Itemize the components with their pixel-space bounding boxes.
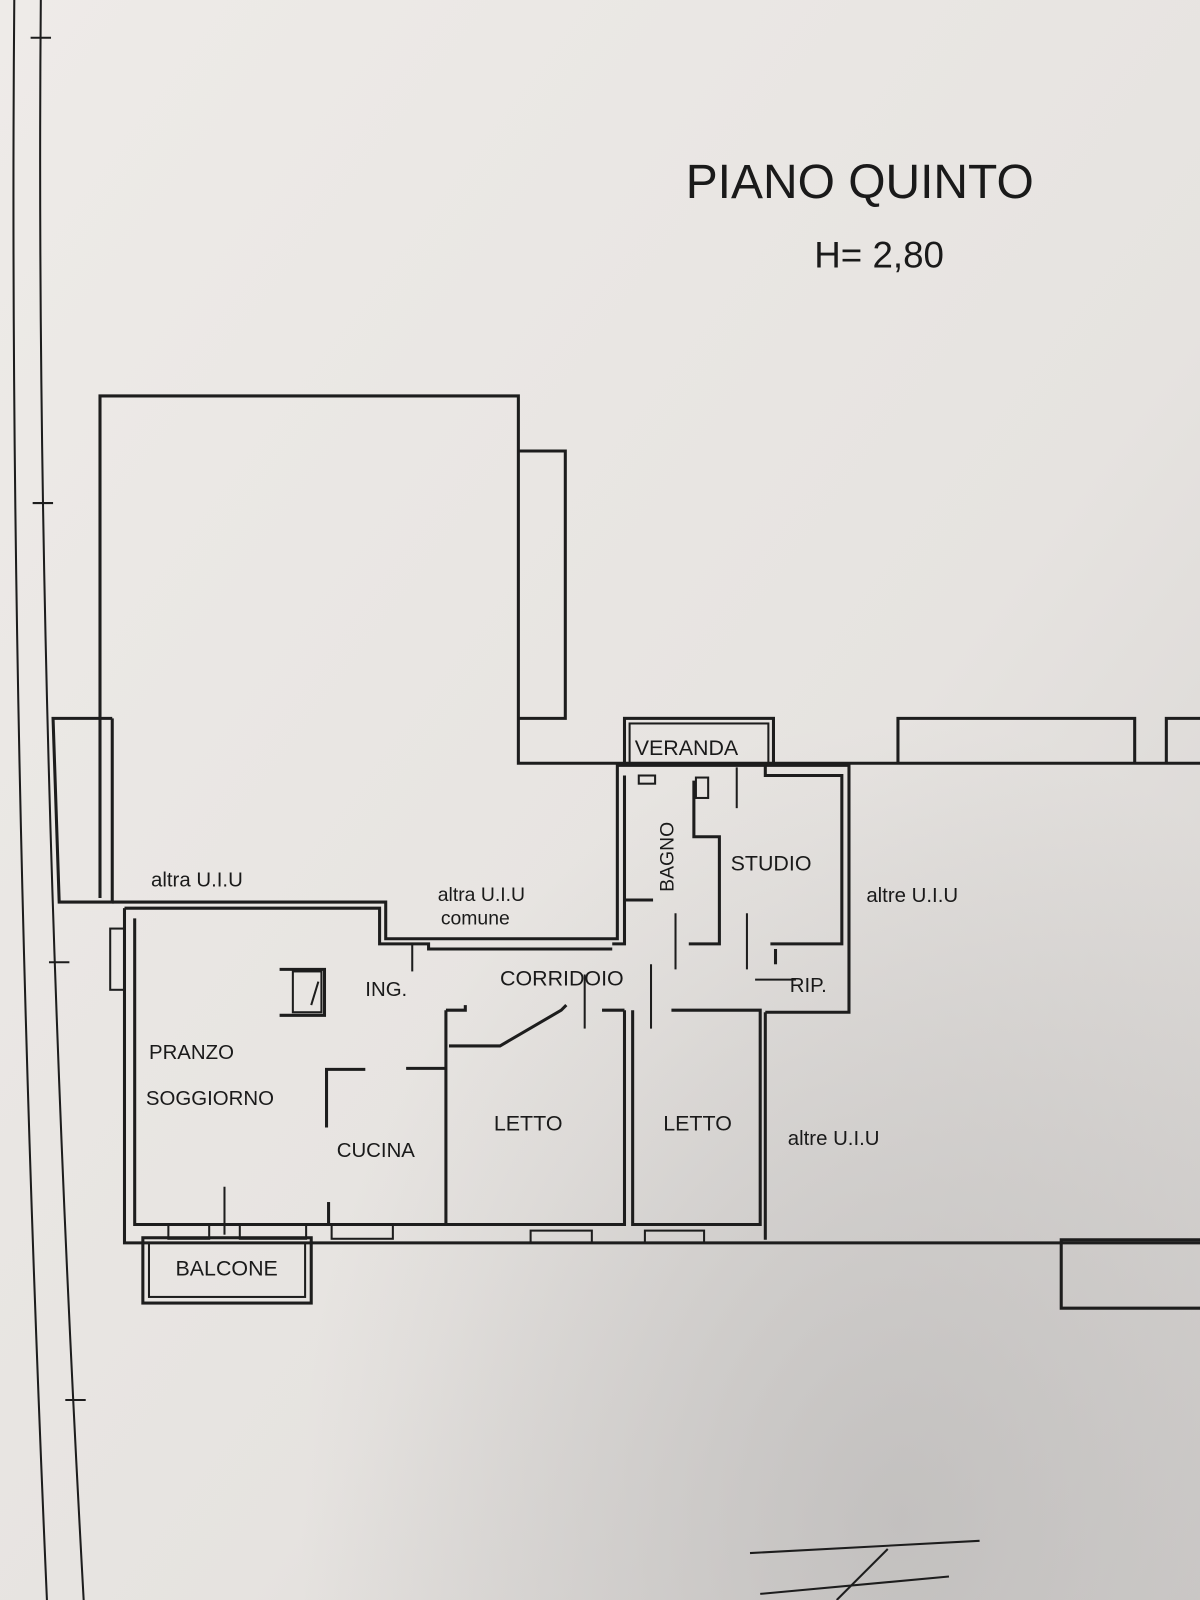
neighbor-label-left: altra U.I.U — [151, 870, 243, 892]
neighbor-label-right-top: altre U.I.U — [866, 885, 958, 907]
room-studio: STUDIO — [731, 851, 812, 875]
room-letto-1: LETTO — [494, 1112, 563, 1136]
room-rip: RIP. — [790, 975, 827, 997]
walls — [51, 394, 1200, 1310]
room-letto-2: LETTO — [663, 1112, 732, 1136]
neighbor-label-right-bottom: altre U.I.U — [788, 1128, 880, 1150]
room-soggiorno: SOGGIORNO — [146, 1088, 274, 1110]
lift-symbol — [279, 967, 327, 1017]
neighbor-label-common-1: altra U.I.U — [438, 884, 525, 906]
room-pranzo: PRANZO — [149, 1042, 234, 1064]
neighbor-label-common-2: comune — [441, 907, 510, 929]
room-veranda: VERANDA — [635, 736, 739, 760]
plan-title: PIANO QUINTO — [686, 156, 1034, 209]
signature — [749, 1539, 980, 1600]
room-cucina: CUCINA — [337, 1140, 416, 1162]
room-bagno: BAGNO — [656, 822, 678, 892]
ceiling-height: H= 2,80 — [814, 234, 944, 275]
windows — [167, 1223, 706, 1244]
room-balcone: BALCONE — [176, 1257, 278, 1281]
room-corridoio: CORRIDOIO — [500, 967, 624, 991]
margin-lines — [12, 0, 86, 1600]
room-ing: ING. — [365, 979, 407, 1001]
